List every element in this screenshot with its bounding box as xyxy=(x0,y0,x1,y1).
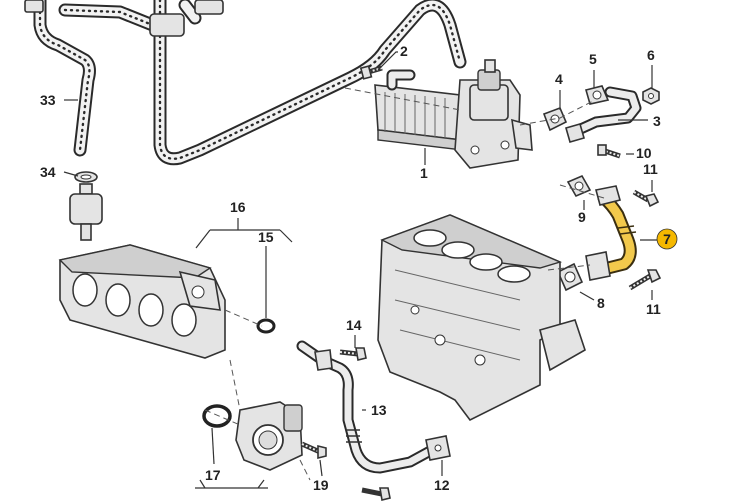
intake-manifold-16 xyxy=(58,244,226,359)
callout-8: 8 xyxy=(597,295,605,311)
nut-6 xyxy=(642,87,660,105)
callout-19: 19 xyxy=(313,477,329,493)
callout-9: 9 xyxy=(578,209,586,225)
callout-33: 33 xyxy=(40,92,56,108)
bolt-14 xyxy=(339,347,367,361)
callout-2: 2 xyxy=(400,43,408,59)
hose-end xyxy=(24,0,44,13)
bolt-19 xyxy=(300,441,327,460)
callout-labels: 2 1 3 4 5 6 10 11 9 7 8 11 14 13 12 16 1… xyxy=(40,43,678,493)
callout-7-badge: 7 xyxy=(656,228,678,250)
gasket-8 xyxy=(556,262,584,292)
hose-valve xyxy=(194,0,224,15)
bolt-11-top xyxy=(632,189,660,208)
egr-cooler-1 xyxy=(374,59,533,169)
callout-5: 5 xyxy=(589,51,597,67)
bolt-10 xyxy=(597,144,621,159)
gasket-5 xyxy=(585,85,610,105)
clip-34 xyxy=(74,171,98,183)
callout-10: 10 xyxy=(636,145,652,161)
callout-11-bottom: 11 xyxy=(646,301,661,317)
o-ring-15 xyxy=(256,318,276,334)
bolt-11-bottom xyxy=(628,269,662,291)
callout-17: 17 xyxy=(205,467,221,483)
inline-filter xyxy=(69,183,103,241)
callout-12: 12 xyxy=(434,477,450,493)
hose-connector xyxy=(149,13,185,37)
callout-15: 15 xyxy=(258,229,274,245)
callout-16: 16 xyxy=(230,199,246,215)
egr-pipe-7 xyxy=(585,185,637,281)
pipe-3 xyxy=(565,86,642,143)
callout-11-top: 11 xyxy=(643,161,658,177)
callout-6: 6 xyxy=(647,47,655,63)
callout-4: 4 xyxy=(555,71,563,87)
o-ring-17 xyxy=(202,404,232,428)
callout-3: 3 xyxy=(653,113,661,129)
assembly-guide-lines xyxy=(204,87,605,481)
callout-1: 1 xyxy=(420,165,428,181)
gasket-9 xyxy=(566,174,592,198)
callout-14: 14 xyxy=(346,317,362,333)
bolt-12 xyxy=(361,487,391,501)
callout-34: 34 xyxy=(40,164,56,180)
callout-7: 7 xyxy=(663,231,671,247)
leader-lines xyxy=(63,51,658,489)
engine-block xyxy=(377,214,586,422)
pipe-13 xyxy=(296,340,451,474)
throttle-body-18 xyxy=(235,401,303,471)
vacuum-hose-assembly xyxy=(24,0,467,166)
callout-13: 13 xyxy=(371,402,387,418)
